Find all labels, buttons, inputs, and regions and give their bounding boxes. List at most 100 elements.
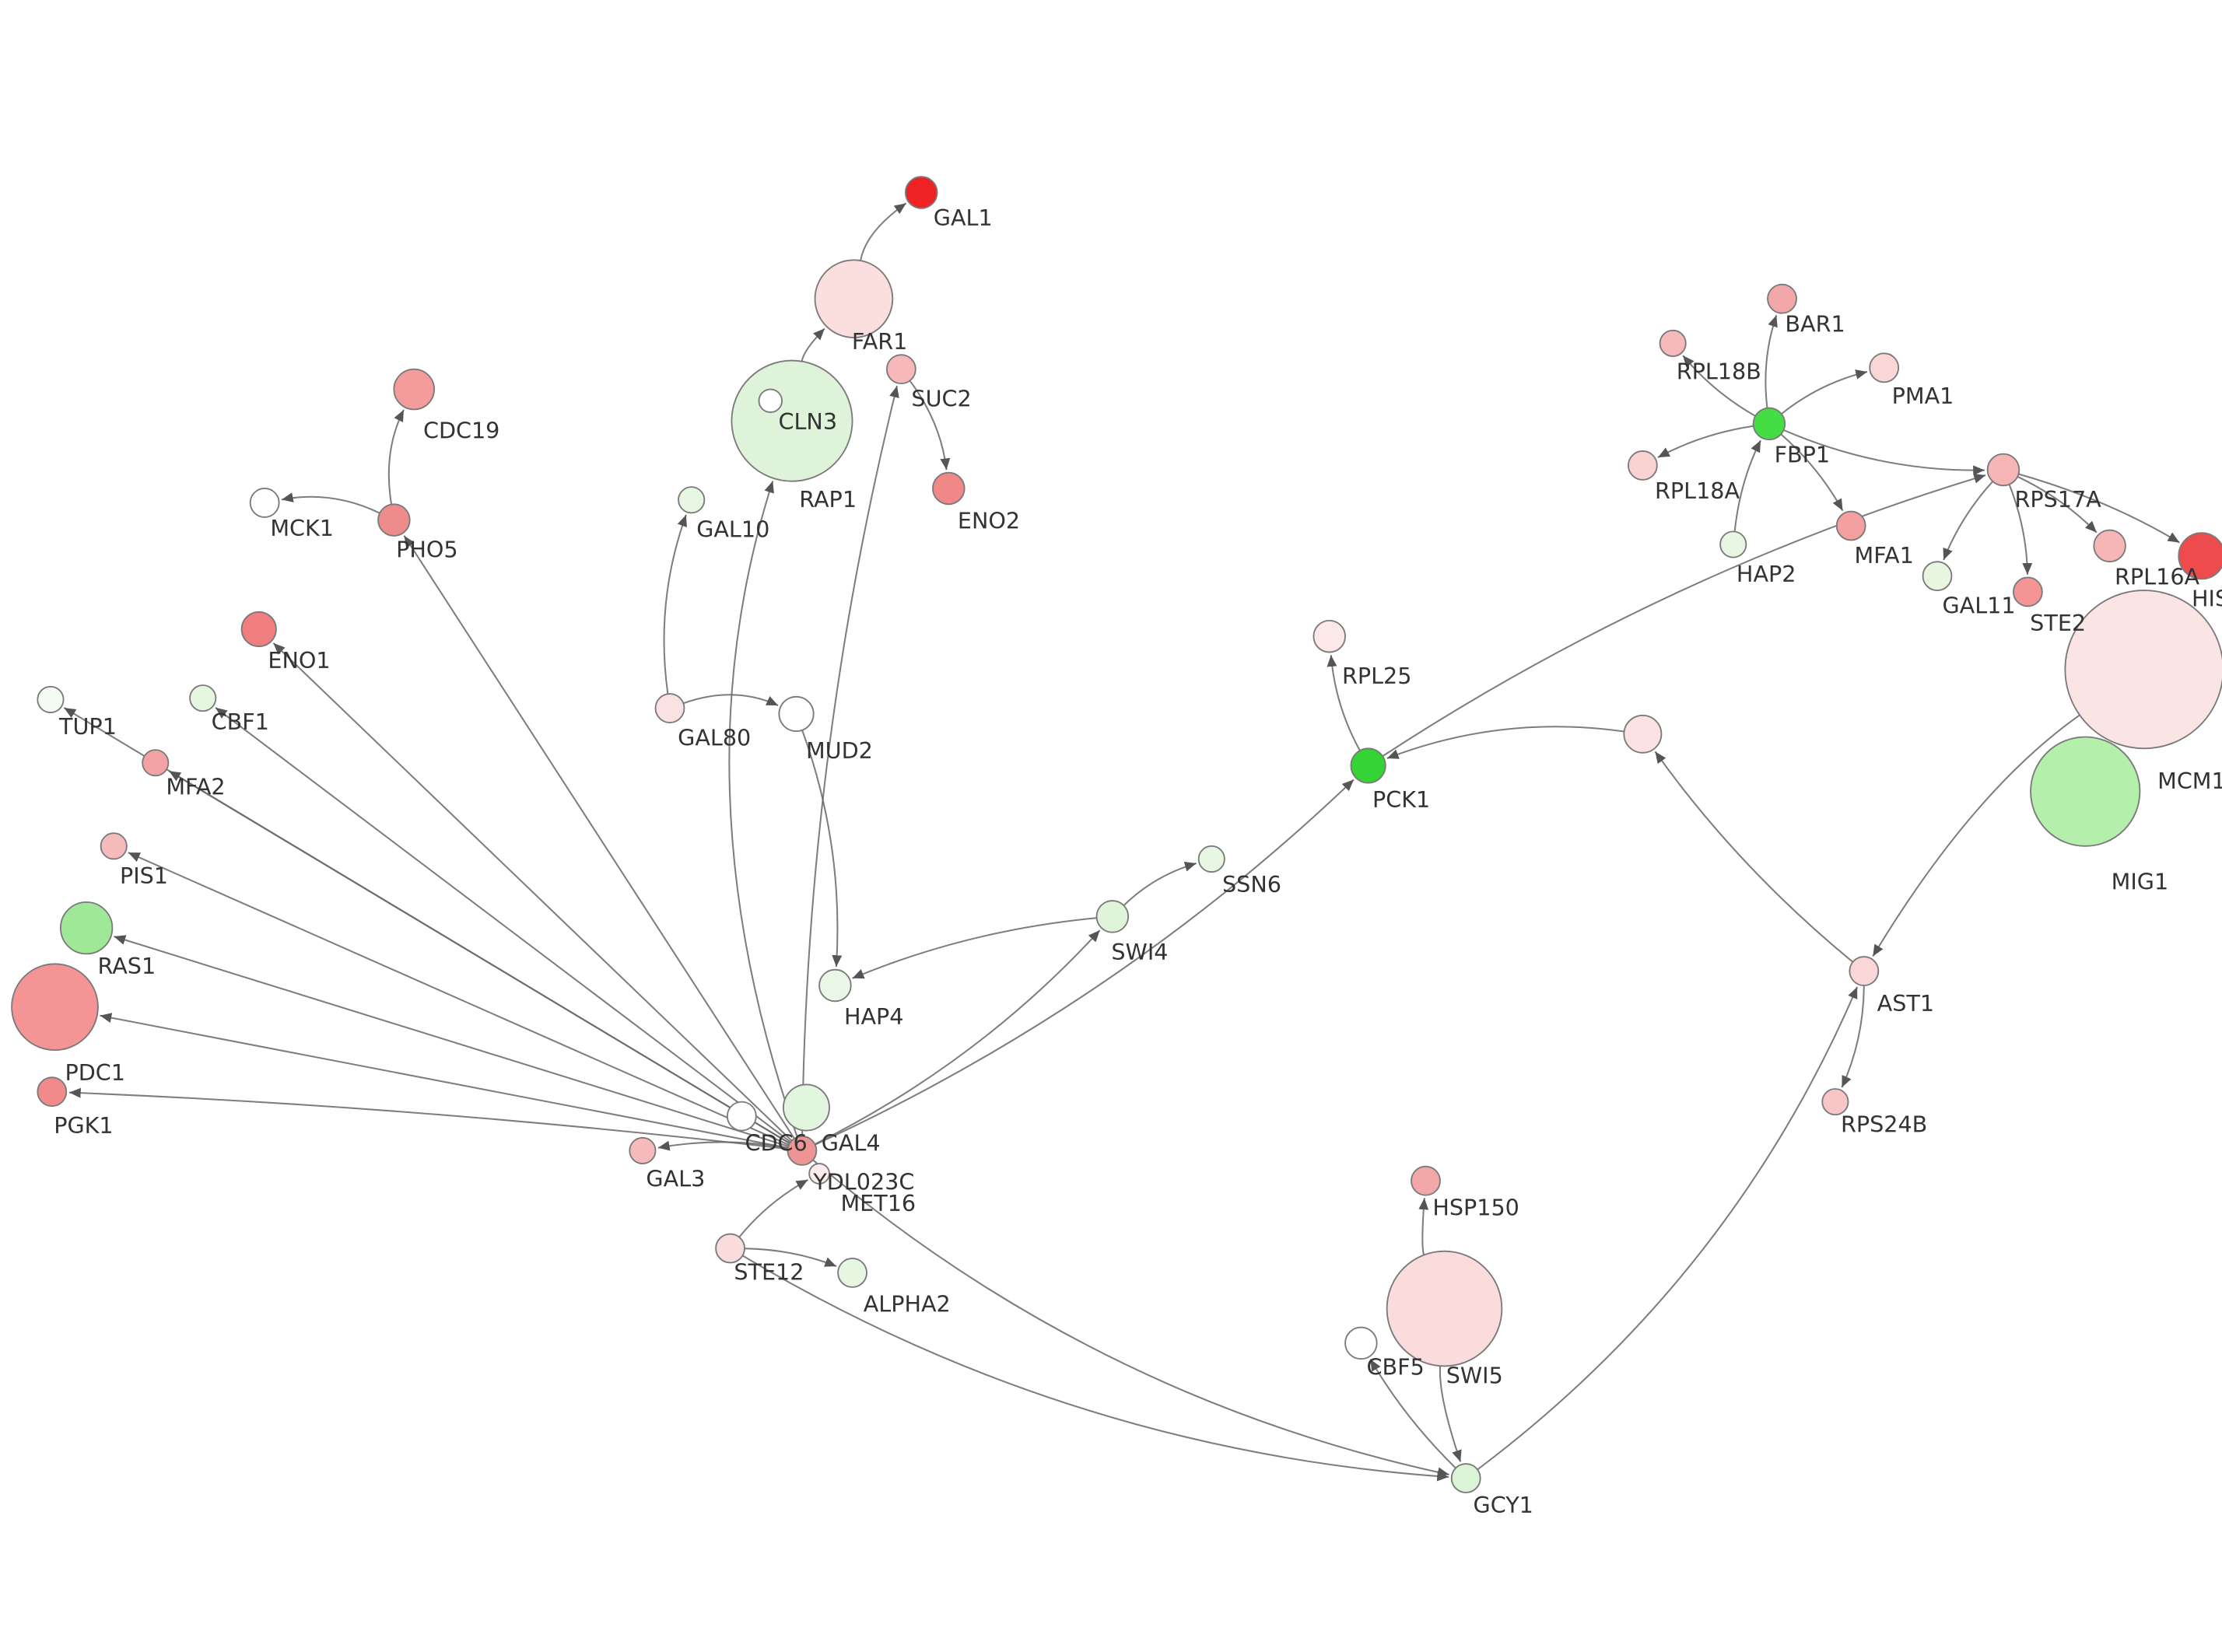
- node-rpl25[interactable]: [1313, 619, 1346, 653]
- node-mcm1[interactable]: [2064, 590, 2222, 750]
- node-pma1[interactable]: [1869, 352, 1900, 383]
- node-rap1[interactable]: [758, 388, 783, 413]
- edge-ydl023c-ras1[interactable]: [114, 935, 789, 1147]
- edge-ydl023c-gal3[interactable]: [657, 1140, 788, 1151]
- edge-ydl023c-cln3[interactable]: [728, 481, 798, 1138]
- edge-fbp1-mfa1[interactable]: [1780, 433, 1844, 512]
- node-pho5[interactable]: [377, 503, 411, 537]
- edge-ydl023c-mfa2[interactable]: [168, 770, 790, 1144]
- edge-gcy1-ast1[interactable]: [1477, 986, 1859, 1471]
- edge-ydl023c-gcy1[interactable]: [812, 1159, 1449, 1478]
- node-hsp150[interactable]: [1411, 1165, 1441, 1196]
- node-swi4[interactable]: [1095, 900, 1130, 933]
- edge-ste12-met16[interactable]: [738, 1179, 808, 1238]
- node-mud2[interactable]: [778, 695, 815, 733]
- node-mig1[interactable]: [2030, 736, 2141, 847]
- edge-ydl023c-pdc1[interactable]: [100, 1013, 788, 1149]
- node-gal4big[interactable]: [782, 1083, 830, 1132]
- node-gal3[interactable]: [629, 1136, 657, 1164]
- node-bar1[interactable]: [1767, 283, 1797, 314]
- node-mck1[interactable]: [249, 488, 280, 518]
- node-swi5[interactable]: [1386, 1250, 1503, 1367]
- node-far1[interactable]: [814, 259, 894, 338]
- node-rps17a[interactable]: [1986, 453, 2020, 487]
- node-pgk1[interactable]: [37, 1076, 68, 1108]
- node-gal80[interactable]: [654, 693, 685, 723]
- node-cdc6[interactable]: [726, 1101, 757, 1132]
- node-gal10[interactable]: [678, 486, 706, 514]
- edge-pck1-rps17a[interactable]: [1382, 474, 1986, 758]
- node-cln3[interactable]: [731, 359, 853, 482]
- node-ste2[interactable]: [2012, 576, 2043, 607]
- node-gal11[interactable]: [1922, 561, 1953, 592]
- edge-fbp1-rpl18a[interactable]: [1657, 425, 1754, 458]
- edge-fbp1-pma1[interactable]: [1781, 369, 1868, 415]
- edge-fbp1-rpl18b[interactable]: [1682, 355, 1756, 417]
- edge-rps17a-gal11[interactable]: [1943, 481, 1994, 561]
- edge-ste12-alpha2[interactable]: [745, 1248, 837, 1268]
- node-cbf5[interactable]: [1344, 1326, 1378, 1360]
- node-ras1[interactable]: [59, 901, 114, 955]
- node-fbp1[interactable]: [1752, 407, 1786, 441]
- node-mfa2[interactable]: [142, 749, 170, 777]
- edge-rps17a-rpl16a[interactable]: [2017, 475, 2098, 534]
- edge-gal80-mud2[interactable]: [683, 694, 779, 706]
- edge-gcy1-cbf5[interactable]: [1369, 1359, 1456, 1469]
- node-rpl18b[interactable]: [1659, 329, 1687, 357]
- node-hap4[interactable]: [818, 968, 852, 1003]
- edge-swi4-ssn6[interactable]: [1123, 861, 1197, 906]
- edge-swi5-gcy1[interactable]: [1439, 1366, 1462, 1462]
- edge-mystery-pck1[interactable]: [1386, 726, 1624, 759]
- node-pdc1[interactable]: [11, 963, 99, 1052]
- edge-mcm1-ast1[interactable]: [1872, 714, 2080, 957]
- node-mfa1[interactable]: [1835, 510, 1866, 541]
- edge-ydl023c-pho5[interactable]: [403, 535, 795, 1139]
- node-eno2[interactable]: [932, 471, 966, 506]
- edge-mud2-hap4[interactable]: [801, 730, 843, 968]
- edge-ydl023c-cbf1[interactable]: [215, 707, 791, 1143]
- edge-ydl023c-swi4[interactable]: [814, 929, 1101, 1146]
- node-hap2[interactable]: [1719, 530, 1747, 558]
- edge-ydl023c-eno1[interactable]: [272, 642, 793, 1142]
- node-ast1[interactable]: [1849, 956, 1880, 986]
- edge-gal80-gal10[interactable]: [663, 514, 687, 695]
- edge-cln3-far1[interactable]: [801, 327, 825, 362]
- node-ste12[interactable]: [715, 1233, 745, 1264]
- node-eno1[interactable]: [240, 611, 277, 648]
- node-ssn6[interactable]: [1197, 845, 1225, 873]
- edge-ydl023c-suc2[interactable]: [801, 385, 899, 1136]
- node-pck1[interactable]: [1350, 747, 1386, 784]
- edge-fbp1-rps17a[interactable]: [1783, 429, 1985, 476]
- edge-swi4-hap4[interactable]: [852, 917, 1097, 979]
- edge-ast1-mystery[interactable]: [1654, 751, 1854, 963]
- node-cbf1[interactable]: [189, 684, 217, 712]
- edge-hap2-fbp1[interactable]: [1733, 439, 1761, 532]
- edge-rps17a-ste2[interactable]: [2008, 484, 2033, 575]
- node-alpha2[interactable]: [837, 1258, 867, 1288]
- node-pis1[interactable]: [100, 832, 128, 860]
- edge-ast1-rps24b[interactable]: [1841, 985, 1865, 1088]
- edge-ydl023c-pis1[interactable]: [128, 852, 790, 1146]
- node-his4[interactable]: [2178, 532, 2222, 580]
- edge-fbp1-bar1[interactable]: [1765, 314, 1778, 408]
- edge-pck1-rpl25[interactable]: [1327, 655, 1361, 751]
- node-gal1[interactable]: [904, 176, 938, 209]
- node-met16[interactable]: [808, 1163, 830, 1185]
- edge-ydl023c-pgk1[interactable]: [68, 1087, 788, 1150]
- node-gcy1[interactable]: [1450, 1463, 1481, 1493]
- edge-rps17a-his4[interactable]: [2018, 473, 2180, 544]
- edge-pho5-mck1[interactable]: [281, 492, 380, 514]
- node-rpl16a[interactable]: [2093, 529, 2126, 563]
- edge-pho5-cdc19[interactable]: [387, 409, 405, 505]
- node-rpl18a[interactable]: [1627, 450, 1658, 481]
- edge-far1-gal1[interactable]: [860, 202, 907, 261]
- node-tup1[interactable]: [37, 685, 65, 714]
- edge-ste12-gcy1[interactable]: [741, 1255, 1449, 1482]
- node-cdc19[interactable]: [393, 368, 436, 411]
- node-ydl023c[interactable]: [787, 1136, 818, 1166]
- edge-ydl023c-pck1[interactable]: [815, 779, 1355, 1146]
- node-mystery[interactable]: [1623, 714, 1663, 754]
- node-rps24b[interactable]: [1821, 1088, 1849, 1116]
- edge-suc2-eno2[interactable]: [909, 380, 951, 471]
